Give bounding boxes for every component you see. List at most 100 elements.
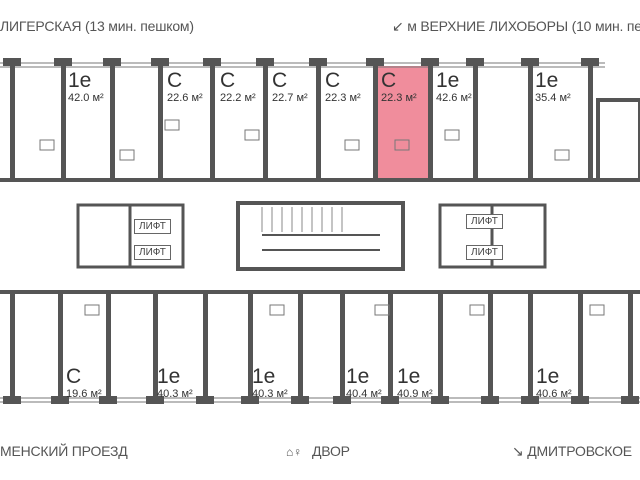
street-top-left: ЛИГЕРСКАЯ (13 мин. пешком) [0,18,194,34]
wall-bottom-7 [340,292,345,400]
wall-top-10 [528,62,533,180]
unit-type: С [167,69,183,92]
fixture-icon-3 [344,139,360,151]
unit-type: 1е [397,365,421,388]
unit-area: 40.9 м² [397,388,433,400]
column-bottom-2 [99,396,117,404]
arrow-down-left-icon: ↙ [392,18,404,34]
lift-1: ЛИФТ [134,219,171,234]
column-bottom-6 [291,396,309,404]
wall-top-4 [210,62,215,180]
unit-area: 19.6 м² [66,388,102,400]
column-bottom-1 [51,396,69,404]
column-bottom-8 [381,396,399,404]
fixture-icon-12 [589,304,605,316]
fixture-icon-8 [84,304,100,316]
fixture-icon-1 [119,149,135,161]
column-bottom-0 [3,396,21,404]
column-top-7 [366,58,384,66]
wall-top-6 [316,62,321,180]
unit-type: 1е [436,69,460,92]
column-top-9 [466,58,484,66]
unit-area: 42.6 м² [436,92,472,104]
unit-area: 40.6 м² [536,388,572,400]
unit-area: 22.3 м² [325,92,361,104]
column-top-3 [151,58,169,66]
column-bottom-9 [431,396,449,404]
wall-bottom-6 [298,292,303,400]
column-top-11 [581,58,599,66]
wall-bottom-12 [578,292,583,400]
unit-type: С [272,69,288,92]
wall-bottom-13 [628,292,633,400]
unit-area: 22.2 м² [220,92,256,104]
wall-top-3 [158,62,163,180]
wall-bottom-2 [106,292,111,400]
street-bottom-right-text: ДМИТРОВСКОЕ [527,443,632,459]
unit-type: 1е [252,365,276,388]
column-top-4 [203,58,221,66]
fixture-icon-2 [244,129,260,141]
unit-type: С [220,69,236,92]
column-bottom-10 [481,396,499,404]
unit-area: 42.0 м² [68,92,104,104]
column-bottom-5 [241,396,259,404]
wall-bottom-0 [10,292,15,400]
fixture-icon-10 [374,304,390,316]
courtyard-label: ⌂♀ ДВОР [286,443,350,459]
wall-top-9 [473,62,478,180]
unit-type: С [325,69,341,92]
courtyard-icon: ⌂♀ [286,445,302,459]
wall-top-8 [428,62,433,180]
lift-4: ЛИФТ [466,245,503,260]
unit-type: 1е [346,365,370,388]
column-bottom-7 [333,396,351,404]
wall-top-7 [373,62,378,180]
selected-unit-fill [378,66,429,178]
wall-top-0 [10,62,15,180]
wall-bottom-3 [153,292,158,400]
unit-type: 1е [157,365,181,388]
column-top-10 [521,58,539,66]
unit-area: 22.7 м² [272,92,308,104]
column-top-8 [421,58,439,66]
wall-bottom-5 [248,292,253,400]
wall-bottom-9 [438,292,443,400]
unit-type: С [66,365,82,388]
courtyard-text: ДВОР [312,443,350,459]
wall-bottom-4 [203,292,208,400]
column-top-0 [3,58,21,66]
column-bottom-11 [521,396,539,404]
wall-bottom-10 [488,292,493,400]
fixture-icon-9 [269,304,285,316]
fixture-icon-7 [164,119,180,131]
wall-bottom-8 [388,292,393,400]
stair-core [236,201,405,271]
lift-3: ЛИФТ [466,214,503,229]
metro-label: м ВЕРХНИЕ ЛИХОБОРЫ (10 мин. пе [407,18,640,34]
column-top-2 [103,58,121,66]
column-bottom-13 [621,396,639,404]
arrow-down-right-icon: ↘ [512,443,524,459]
wall-top-5 [263,62,268,180]
unit-type: 1е [535,69,559,92]
wall-top-1 [61,62,66,180]
wall-bottom-11 [528,292,533,400]
lift-2: ЛИФТ [134,245,171,260]
unit-area: 40.3 м² [157,388,193,400]
fixture-icon-5 [444,129,460,141]
